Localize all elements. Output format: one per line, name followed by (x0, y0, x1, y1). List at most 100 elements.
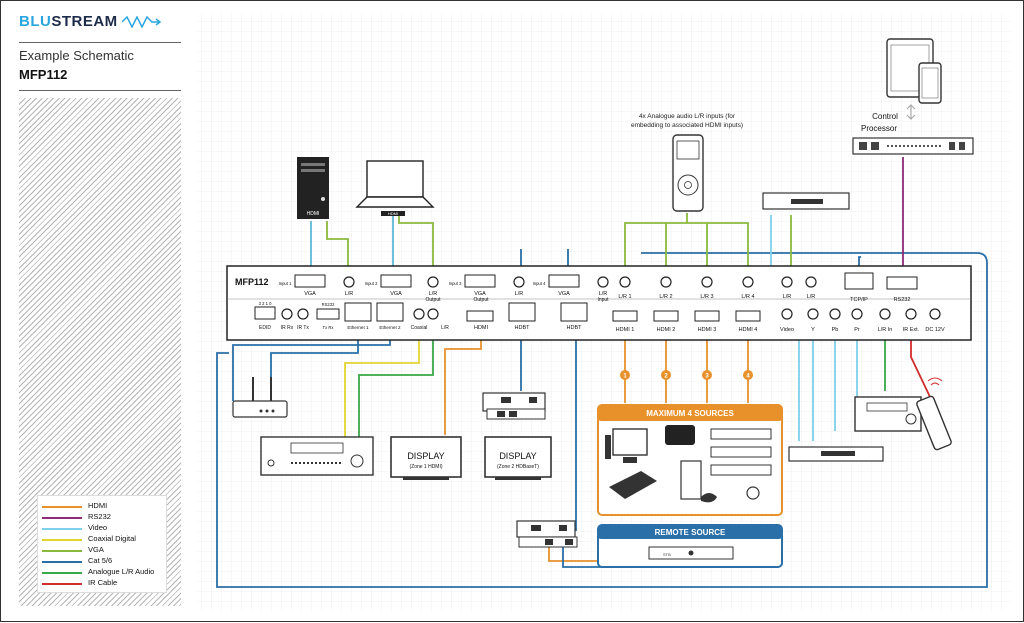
extra-lr-port (781, 276, 793, 288)
display-2-title: DISPLAY (499, 451, 536, 461)
laptop: HDMI (355, 160, 435, 216)
legend-label: Analogue L/R Audio (88, 567, 155, 576)
vga-port (464, 274, 496, 288)
component-label: Pr (854, 327, 860, 333)
display-2-subtitle: (Zone 2 HDBaseT) (497, 464, 539, 470)
tcpip-port (844, 272, 874, 290)
video-port (781, 308, 793, 320)
video-label: Video (780, 327, 794, 333)
hdbt-receiver-remote (516, 520, 578, 548)
legend-swatch (42, 506, 82, 508)
source-number-badge (702, 370, 712, 380)
audio-fan-cable (624, 213, 749, 271)
legend-swatch (42, 561, 82, 563)
lr-port-label: L/R (429, 291, 438, 297)
control-processor (852, 137, 974, 155)
ir-ext-port (905, 308, 917, 320)
av-receiver (260, 436, 374, 476)
extra-lr-label: L/R (783, 294, 792, 300)
component-port (851, 308, 863, 320)
hdmi-in-label: HDMI 3 (698, 327, 717, 333)
extra-lr-label: L/R (807, 294, 816, 300)
audio-in-port (660, 276, 672, 288)
av-receiver-right (854, 396, 922, 432)
legend-swatch (42, 572, 82, 574)
ir-ext-label: IR Ext. (903, 327, 920, 333)
ir-tx-port (297, 308, 309, 320)
legend-item: Video (42, 523, 166, 534)
vga-port (548, 274, 580, 288)
router-cat-cable (270, 331, 359, 381)
hdmi-in-port (694, 310, 720, 322)
coaxial-label: Coaxial (411, 325, 428, 331)
vga-port-label: VGA (390, 291, 402, 297)
coaxial-port (413, 308, 425, 320)
source-number-text: 2 (664, 374, 668, 380)
source-number-badge (743, 370, 753, 380)
display-1-subtitle: (Zone 1 HDMI) (409, 464, 442, 470)
hdbt-receiver-zone2 (482, 392, 546, 420)
ethernet-1-label: Ethernet 1 (347, 325, 369, 330)
control-label-2: Processor (861, 124, 897, 133)
audio-note-line-1: 4x Analogue audio L/R inputs (for (639, 113, 736, 120)
audio-in-label: L/R 2 (659, 294, 672, 300)
dc-label: DC 12V (925, 327, 945, 333)
legend-label: Cat 5/6 (88, 556, 113, 565)
vga-port-label: VGA (474, 291, 486, 297)
lr-out-label: L/R (441, 325, 449, 331)
ethernet-2-port (376, 302, 404, 322)
legend-label: RS232 (88, 512, 111, 521)
audio-in-label: L/R 3 (700, 294, 713, 300)
hdmi-out-label: HDMI (474, 325, 489, 331)
bluray-player-top (762, 192, 850, 210)
lr-port (513, 276, 525, 288)
lr-port (597, 276, 609, 288)
ir-rx-label: IR Rx (281, 325, 294, 331)
hdmi-in-label: HDMI 4 (739, 327, 758, 333)
title-divider-top (19, 42, 181, 43)
input-label: Input 4 (533, 281, 546, 286)
input-label: Input 3 (449, 281, 462, 286)
rs232-small-label: RS232 (322, 302, 335, 307)
hdbt-1-label: HDBT (515, 325, 531, 331)
vga-cable-laptop (398, 211, 434, 277)
hdmi-in-port (735, 310, 761, 322)
legend-label: VGA (88, 545, 104, 554)
audio-in-port (701, 276, 713, 288)
ir-tx-label: IR Tx (297, 325, 309, 331)
vga-port (294, 274, 326, 288)
vga-port-label: VGA (558, 291, 570, 297)
vga-port (380, 274, 412, 288)
ethernet-2-label: Ethernet 2 (379, 325, 401, 330)
hdmi-in-label: HDMI 1 (616, 327, 635, 333)
legend-swatch (42, 539, 82, 541)
audio-in-label: L/R 1 (618, 294, 631, 300)
legend-item: HDMI (42, 501, 166, 512)
lr-audio-out-cable (358, 331, 434, 437)
audio-in-port (742, 276, 754, 288)
legend-item: Coaxial Digital (42, 534, 166, 545)
legend-swatch (42, 528, 82, 530)
legend-item: RS232 (42, 512, 166, 523)
lr-in-label: L/R In (878, 327, 893, 333)
dc-port (929, 308, 941, 320)
legend-swatch (42, 550, 82, 552)
lr-port (343, 276, 355, 288)
source-number-badge (661, 370, 671, 380)
display-zone-1: DISPLAY (Zone 1 HDMI) (390, 436, 462, 480)
pc-tower: HDMI (297, 157, 329, 219)
hdmi-in-port (612, 310, 638, 322)
rs232-port (886, 276, 918, 290)
hdbt-2-port (560, 302, 588, 322)
source-number-badge (620, 370, 630, 380)
blue-hdbt-cable (520, 249, 569, 267)
max-sources-box: MAXIMUM 4 SOURCES (597, 404, 783, 516)
hdmi-source-cables (624, 331, 749, 403)
input-label-small: Input (597, 297, 609, 303)
output-label: Output (425, 297, 441, 303)
display-1-title: DISPLAY (407, 451, 444, 461)
network-router (232, 377, 288, 418)
